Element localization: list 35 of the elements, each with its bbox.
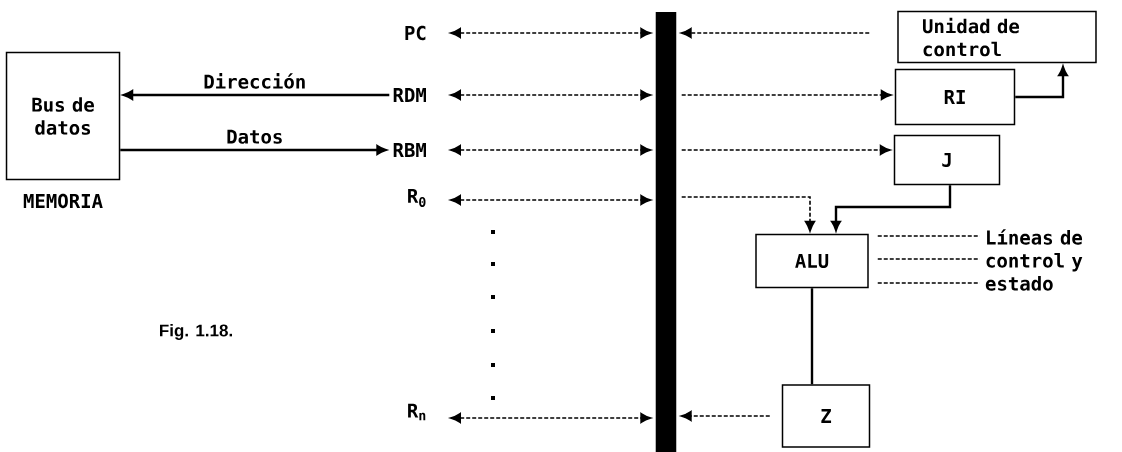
arrow [831,185,952,231]
memory-box: Bus de datos [5,51,121,181]
bus-arrow [449,194,652,206]
signal-line [876,258,981,260]
register-label: PC [405,25,426,41]
register-box: J [893,134,1001,186]
bus-arrow [449,412,652,424]
signal-line [876,282,981,284]
bus-arrow [449,144,652,156]
register-label: RBM [393,143,426,157]
arrow [120,145,387,155]
memory-label: MEMORIA [23,193,103,209]
bus-arrow [449,89,652,101]
bus-arrow [680,89,892,101]
register-box: Z [781,384,871,448]
signal-label: Líneas de control y estado [985,229,1083,291]
bus-arrow [680,144,891,156]
bus-arrow [680,196,816,232]
bus-bar [655,12,677,452]
edge-label: Dirección [204,73,305,89]
register-label: RDM [393,88,426,102]
arrow [1015,66,1068,99]
arrow [123,90,390,100]
register-box: RI [894,68,1016,126]
figure-caption: Fig. 1.18. [160,324,232,340]
signal-line [876,235,981,237]
control-unit-box: Unidad de control [897,10,1097,64]
register-label: R$_{0}$ [408,189,426,207]
bus-arrow [680,27,871,39]
bus-arrow [449,27,652,39]
edge-label: Datos [227,129,282,144]
bus-arrow [680,410,771,422]
register-label: R$_{n}$ [408,403,426,421]
connector-line [810,288,814,385]
alu-box: ALU [755,233,869,289]
